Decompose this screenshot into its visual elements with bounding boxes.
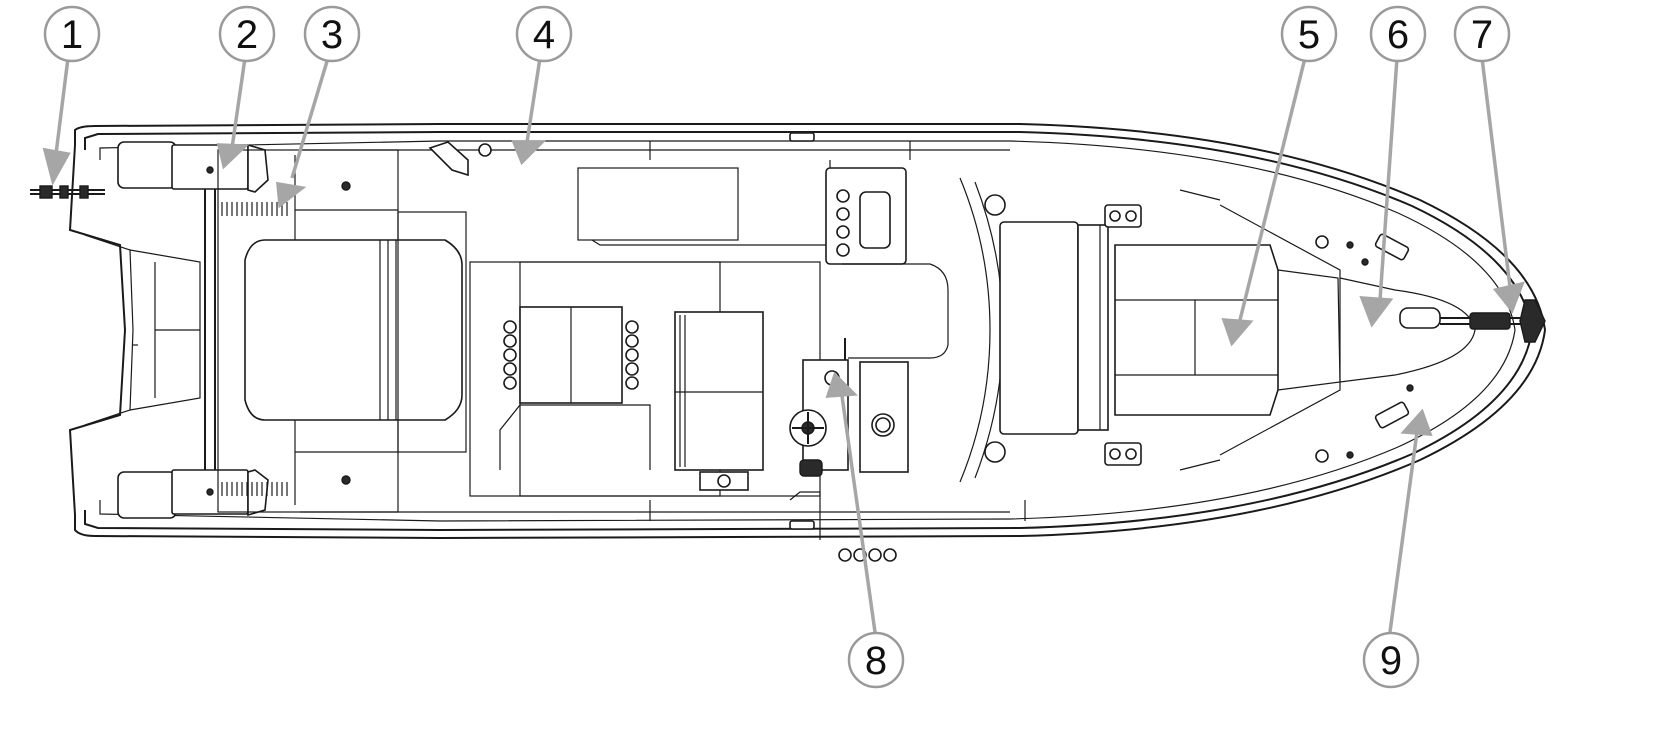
callout-8: 8	[847, 631, 905, 689]
callout-label-4: 4	[533, 13, 555, 57]
callout-label-9: 9	[1380, 639, 1402, 683]
leader-arrowhead-4	[511, 140, 547, 166]
callout-3: 3	[303, 5, 361, 63]
deck-vent-port	[221, 202, 288, 216]
callouts: 1 2 3 4 5 6 7 8	[43, 5, 1511, 689]
leader-arrowhead-8	[825, 371, 858, 398]
callout-5: 5	[1280, 5, 1338, 63]
callout-label-1: 1	[61, 13, 83, 57]
leader-arrowhead-5	[1221, 318, 1254, 347]
leader-arrowhead-2	[216, 143, 250, 170]
callout-label-2: 2	[236, 13, 258, 57]
stern-fittings	[30, 141, 288, 519]
leader-6	[1378, 57, 1399, 301]
rail-cup-holders	[838, 548, 897, 562]
leader-arrowhead-7	[1492, 281, 1525, 314]
cup-holders-right	[625, 320, 639, 390]
callout-6: 6	[1369, 5, 1427, 63]
callout-2: 2	[218, 5, 276, 63]
cockpit-centre	[469, 160, 831, 497]
leader-arrowhead-9	[1400, 408, 1433, 436]
callout-label-7: 7	[1471, 13, 1493, 57]
callout-label-6: 6	[1387, 13, 1409, 57]
leader-arrowhead-1	[42, 147, 71, 186]
leader-5	[1238, 57, 1307, 321]
leader-arrowhead-3	[276, 181, 307, 209]
callout-7: 7	[1453, 5, 1511, 63]
leader-1	[53, 57, 70, 163]
callout-label-5: 5	[1298, 13, 1320, 57]
leader-3	[290, 57, 330, 179]
deck-vent-starboard	[221, 482, 288, 496]
leader-arrowhead-6	[1359, 296, 1394, 328]
leader-8	[840, 395, 877, 633]
leader-2	[230, 57, 247, 149]
callout-label-3: 3	[321, 13, 343, 57]
callout-1: 1	[43, 5, 101, 63]
forward-seating	[959, 177, 1341, 483]
helm-console	[789, 167, 949, 477]
leader-9	[1388, 431, 1419, 633]
leader-7	[1480, 57, 1512, 288]
boat-hull	[68, 123, 1547, 540]
callout-label-8: 8	[865, 639, 887, 683]
callout-9: 9	[1362, 631, 1420, 689]
callout-leaders	[42, 57, 1525, 633]
cup-holders-left	[503, 320, 517, 390]
callout-4: 4	[515, 5, 573, 63]
aft-sunbed	[217, 149, 467, 513]
leader-4	[525, 57, 542, 143]
